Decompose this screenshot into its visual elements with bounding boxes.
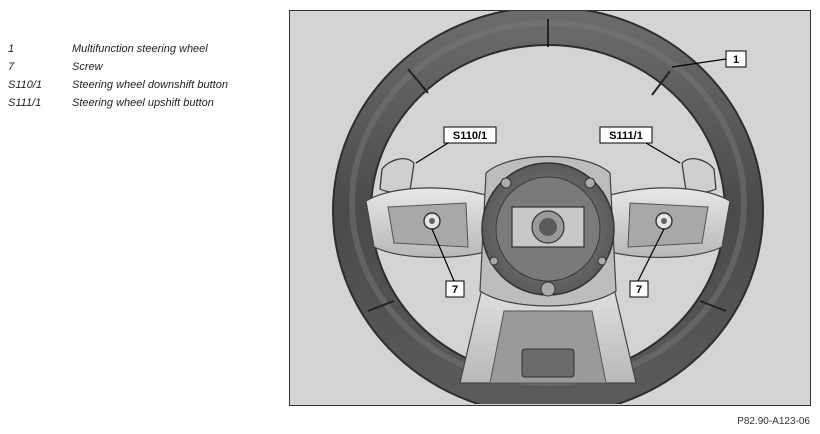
legend-text: Steering wheel upshift button	[72, 97, 214, 109]
hub-bolt	[584, 177, 596, 189]
leader-line-wheel	[671, 58, 727, 68]
rim-seam	[651, 70, 671, 96]
callout-screw-left: 7	[445, 280, 465, 298]
legend-text: Screw	[72, 61, 103, 73]
legend: 1 Multifunction steering wheel 7 Screw S…	[8, 40, 228, 112]
legend-key: 7	[8, 61, 15, 73]
callout-downshift: S110/1	[443, 126, 497, 144]
leader-line-upshift	[645, 142, 681, 164]
hub-bolt	[500, 177, 512, 189]
callout-screw-right: 7	[629, 280, 649, 298]
callout-screw-right-label: 7	[636, 284, 642, 296]
left-screw-head	[429, 218, 435, 224]
callout-downshift-label: S110/1	[453, 130, 487, 142]
legend-row: S111/1 Steering wheel upshift button	[8, 94, 228, 112]
callout-screw-left-label: 7	[452, 284, 458, 296]
upshift-paddle	[681, 158, 717, 193]
leader-line-screw-right	[637, 228, 665, 282]
right-screw-head	[661, 218, 667, 224]
bottom-badge	[521, 348, 575, 378]
leader-line-screw-left	[431, 228, 455, 282]
hub-bolt	[489, 256, 499, 266]
legend-key: S110/1	[8, 79, 43, 91]
steering-wheel-figure: 1 S110/1 S111/1 7 7	[289, 10, 811, 406]
steering-shaft-core	[539, 218, 557, 236]
rim-seam	[699, 300, 727, 312]
legend-row: S110/1 Steering wheel downshift button	[8, 76, 228, 94]
rim-seam	[367, 300, 395, 312]
callout-wheel: 1	[725, 50, 747, 68]
callout-upshift-label: S111/1	[609, 130, 643, 142]
legend-row: 7 Screw	[8, 58, 228, 76]
legend-key: S111/1	[8, 97, 42, 109]
leader-line-downshift	[415, 142, 449, 164]
downshift-paddle	[379, 158, 415, 193]
legend-text: Steering wheel downshift button	[72, 79, 228, 91]
legend-key: 1	[8, 43, 15, 55]
hub-bolt	[597, 256, 607, 266]
legend-text: Multifunction steering wheel	[72, 43, 208, 55]
steering-wheel-illustration: 1 S110/1 S111/1 7 7	[332, 11, 764, 404]
lower-spoke-inner	[489, 310, 607, 384]
figure-code: P82.90-A123-06	[737, 416, 810, 427]
callout-upshift: S111/1	[599, 126, 653, 144]
legend-row: 1 Multifunction steering wheel	[8, 40, 228, 58]
rim-seam	[407, 68, 429, 94]
callout-wheel-label: 1	[733, 54, 739, 66]
hub-bolt	[540, 281, 556, 297]
